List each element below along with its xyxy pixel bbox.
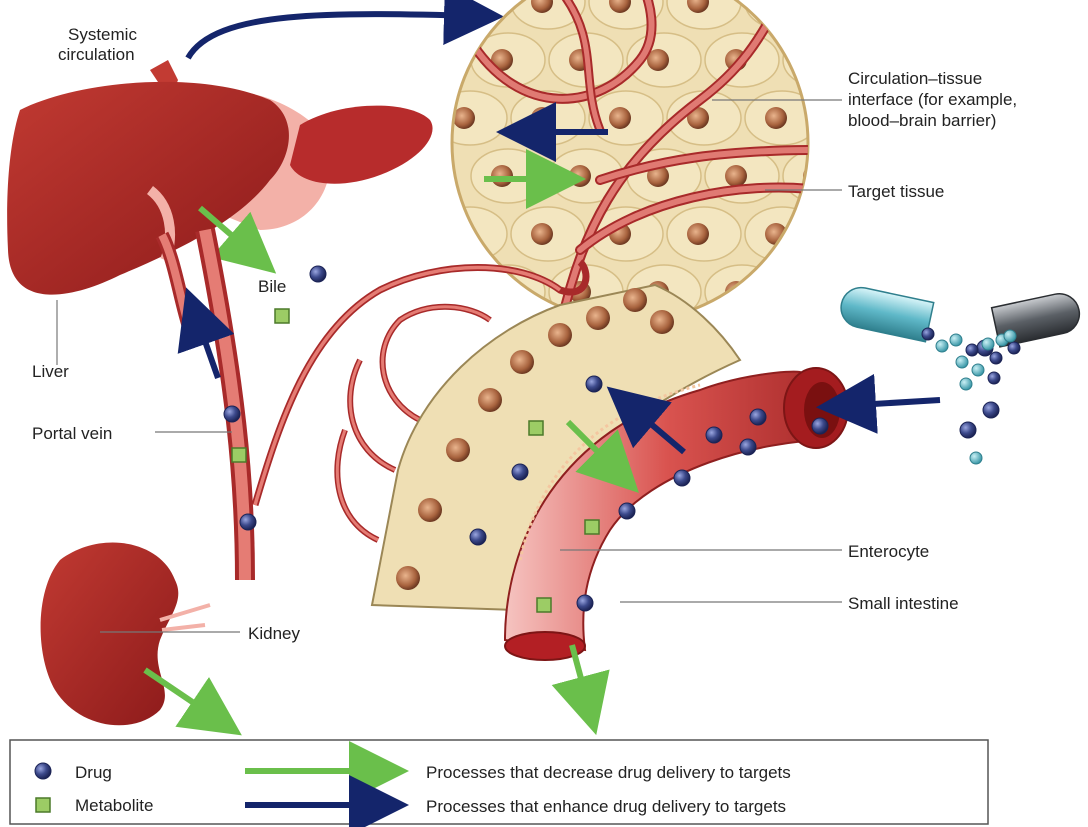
interface-label-3: blood–brain barrier) bbox=[848, 111, 996, 130]
drug-dot-icon bbox=[224, 406, 240, 422]
drug-dot-icon bbox=[35, 763, 51, 779]
drug-dot-icon bbox=[586, 376, 602, 392]
metabolite-square-icon bbox=[537, 598, 551, 612]
drug-dot-icon bbox=[310, 266, 326, 282]
kidney-label: Kidney bbox=[248, 624, 300, 643]
enterocyte-nucleus bbox=[650, 310, 674, 334]
liver-label: Liver bbox=[32, 362, 69, 381]
tissue-cell-nucleus bbox=[725, 165, 747, 187]
tissue-cell-nucleus bbox=[803, 281, 825, 303]
small-intestine-label: Small intestine bbox=[848, 594, 959, 613]
enterocyte-label: Enterocyte bbox=[848, 542, 929, 561]
drug-dot-icon bbox=[240, 514, 256, 530]
capsule-navy-arrow bbox=[840, 400, 940, 406]
tissue-cell-nucleus bbox=[531, 223, 553, 245]
enterocyte-nucleus bbox=[586, 306, 610, 330]
drug-dot-icon bbox=[983, 402, 999, 418]
enterocyte-nucleus bbox=[396, 566, 420, 590]
tissue-cell-nucleus bbox=[453, 0, 475, 13]
tissue-cell-nucleus bbox=[687, 223, 709, 245]
legend: Drug Metabolite Processes that decrease … bbox=[10, 740, 988, 824]
target-tissue-label: Target tissue bbox=[848, 182, 944, 201]
capsule-particle-icon bbox=[1004, 330, 1016, 342]
tissue-cell bbox=[783, 33, 857, 87]
drug-dot-icon bbox=[619, 503, 635, 519]
legend-enhance-label: Processes that enhance drug delivery to … bbox=[426, 797, 786, 816]
capsule-particle-icon bbox=[936, 340, 948, 352]
enterocyte-nucleus bbox=[418, 498, 442, 522]
drug-dot-icon bbox=[577, 595, 593, 611]
metabolite-square-icon bbox=[529, 421, 543, 435]
drug-dot-icon bbox=[740, 439, 756, 455]
intestine-green-arrow-2 bbox=[572, 645, 590, 712]
enterocyte-nucleus bbox=[510, 350, 534, 374]
interface-label-1: Circulation–tissue bbox=[848, 69, 982, 88]
tissue-cell-nucleus bbox=[569, 165, 591, 187]
drug-dot-icon bbox=[922, 328, 934, 340]
bile-label: Bile bbox=[258, 277, 286, 296]
tissue-cell-nucleus bbox=[765, 107, 787, 129]
metabolite-square-icon bbox=[275, 309, 289, 323]
systemic-circulation-label-2: circulation bbox=[58, 45, 135, 64]
tissue-magnification bbox=[433, 0, 857, 330]
drug-dot-icon bbox=[988, 372, 1000, 384]
legend-decrease-label: Processes that decrease drug delivery to… bbox=[426, 763, 791, 782]
tissue-cell-nucleus bbox=[531, 107, 553, 129]
metabolite-square-icon bbox=[232, 448, 246, 462]
tissue-cell-nucleus bbox=[765, 0, 787, 13]
enterocyte-nucleus bbox=[478, 388, 502, 412]
systemic-circulation-arrow bbox=[188, 14, 480, 58]
tissue-cell-nucleus bbox=[609, 107, 631, 129]
enterocyte-nucleus bbox=[548, 323, 572, 347]
capsule-particle-icon bbox=[956, 356, 968, 368]
capsule-particle-icon bbox=[982, 338, 994, 350]
drug-dot-icon bbox=[966, 344, 978, 356]
tissue-cell bbox=[705, 265, 779, 319]
tissue-cell bbox=[783, 149, 857, 203]
tissue-cell-nucleus bbox=[491, 281, 513, 303]
legend-metabolite-label: Metabolite bbox=[75, 796, 153, 815]
legend-drug-label: Drug bbox=[75, 763, 112, 782]
systemic-circulation-label-1: Systemic bbox=[68, 25, 137, 44]
capsule-particle-icon bbox=[970, 452, 982, 464]
capsule-particle-icon bbox=[972, 364, 984, 376]
drug-dot-icon bbox=[706, 427, 722, 443]
drug-dot-icon bbox=[990, 352, 1002, 364]
portal-vein-label: Portal vein bbox=[32, 424, 112, 443]
capsule-particle-icon bbox=[950, 334, 962, 346]
tissue-cell-nucleus bbox=[803, 49, 825, 71]
drug-dot-icon bbox=[1008, 342, 1020, 354]
interface-label-2: interface (for example, bbox=[848, 90, 1017, 109]
drug-dot-icon bbox=[960, 422, 976, 438]
metabolite-square-icon bbox=[36, 798, 50, 812]
enterocyte-nucleus bbox=[623, 288, 647, 312]
metabolite-square-icon bbox=[585, 520, 599, 534]
tissue-cell bbox=[433, 207, 507, 261]
capsule-particle-icon bbox=[960, 378, 972, 390]
drug-dot-icon bbox=[812, 418, 828, 434]
drug-dot-icon bbox=[750, 409, 766, 425]
drug-dot-icon bbox=[470, 529, 486, 545]
drug-dot-icon bbox=[674, 470, 690, 486]
drug-dot-icon bbox=[512, 464, 528, 480]
enterocyte-nucleus bbox=[446, 438, 470, 462]
